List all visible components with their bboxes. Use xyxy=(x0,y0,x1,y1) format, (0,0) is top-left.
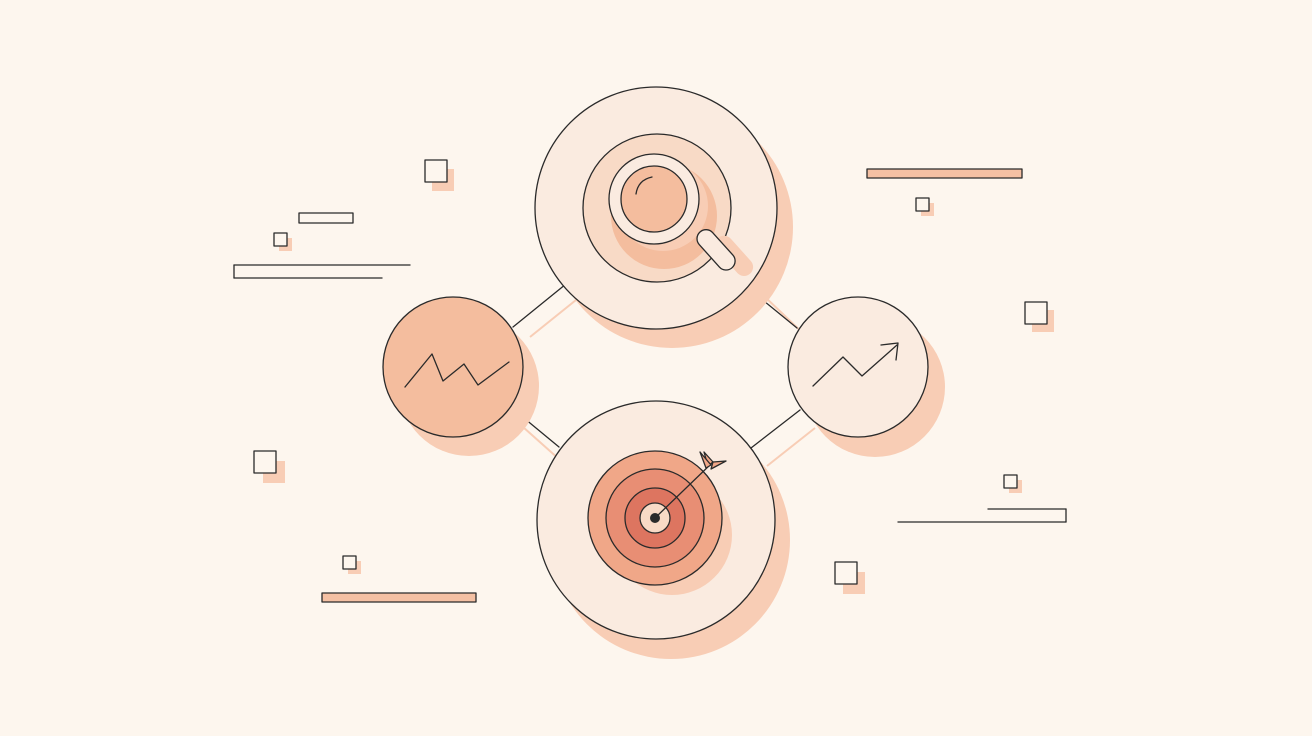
decor-bar xyxy=(321,592,477,603)
trend-up-arrow-icon xyxy=(812,342,899,387)
connector-right-bottom xyxy=(750,409,816,467)
decor-bar xyxy=(298,212,354,224)
left-node-circle xyxy=(382,296,524,438)
top-node-search xyxy=(534,86,793,348)
left-node-zigzag xyxy=(382,296,539,456)
bottom-node-target xyxy=(536,400,790,659)
connector-top-left xyxy=(512,283,577,338)
decor-square xyxy=(253,450,285,483)
arrow-icon xyxy=(654,451,727,519)
decor-square xyxy=(424,159,454,191)
decor-line-pair xyxy=(897,508,1067,523)
decorative-squares xyxy=(253,159,1054,594)
right-node-circle xyxy=(787,296,929,438)
decor-square xyxy=(1003,474,1022,493)
magnifying-glass-icon xyxy=(608,153,754,276)
decor-square xyxy=(1024,301,1054,332)
decor-square xyxy=(915,197,934,216)
right-node-trend xyxy=(787,296,945,457)
decor-square xyxy=(834,561,865,594)
decor-bar xyxy=(866,168,1023,179)
decor-line-pair xyxy=(233,264,411,279)
zigzag-line-icon xyxy=(404,353,510,388)
decorative-lines xyxy=(233,168,1067,603)
decor-square xyxy=(273,232,292,251)
decor-square xyxy=(342,555,361,574)
